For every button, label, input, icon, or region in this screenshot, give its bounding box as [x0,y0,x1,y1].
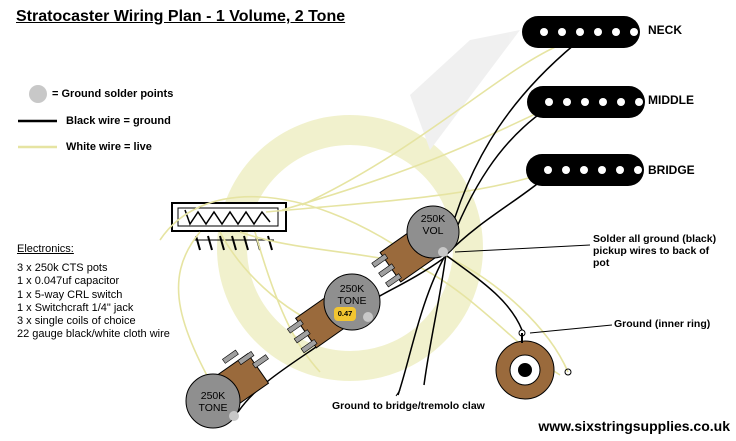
pickup-label-middle: MIDDLE [648,93,694,107]
five-way-switch [171,202,287,251]
watermark-logo [217,30,520,381]
volume-pot-type: VOL [422,225,444,237]
ground-bridge-note: Ground to bridge/tremolo claw [332,400,485,412]
legend-black-wire: Black wire = ground [66,115,171,127]
legend-white-wire: White wire = live [66,141,152,153]
electronics-item: 1 x 0.047uf capacitor [17,275,120,288]
electronics-heading: Electronics: [17,243,74,255]
volume-pot [371,205,460,288]
electronics-item: 22 gauge black/white cloth wire [17,328,170,341]
website-url: www.sixstringsupplies.co.uk [538,418,730,434]
ground-pot-note: Solder all ground (black) pickup wires t… [593,233,733,269]
output-jack [495,329,572,400]
pickup-neck [522,16,640,48]
legend-ground-points: = Ground solder points [52,88,174,100]
tone-pot-2-value: 250K [200,390,226,402]
pickup-label-neck: NECK [648,23,683,37]
ground-pot-note-line: Solder all ground (black) [593,233,717,245]
capacitor: 0.47 [334,307,356,321]
tone-pot-1-label: 250K TONE [330,283,374,307]
ground-solder-points [29,85,448,421]
volume-pot-value: 250K [420,213,446,225]
tone-pot-2 [185,349,270,429]
tone-pot-1-value: 250K [339,283,365,295]
pickup-bridge [526,154,644,186]
ground-pot-note-line: pot [593,257,610,269]
page-title: Stratocaster Wiring Plan - 1 Volume, 2 T… [16,8,346,25]
electronics-list: Electronics: 3 x 250k CTS pots 1 x 0.047… [17,243,170,341]
electronics-item: 1 x 5-way CRL switch [17,288,123,301]
ground-pot-note-line: pickup wires to back of [593,245,710,257]
annotation-arrows [395,244,613,397]
ground-jack-note: Ground (inner ring) [614,318,711,330]
tone-pot-2-label: 250K TONE [191,390,235,414]
pickup-middle [527,86,645,118]
volume-pot-label: 250K VOL [411,213,455,237]
pickup-label-bridge: BRIDGE [648,163,695,177]
electronics-item: 3 x 250k CTS pots [17,262,108,275]
electronics-item: 3 x single coils of choice [17,315,136,328]
tone-pot-2-type: TONE [198,402,228,414]
tone-pot-1-type: TONE [337,295,367,307]
electronics-item: 1 x Switchcraft 1/4" jack [17,301,134,314]
